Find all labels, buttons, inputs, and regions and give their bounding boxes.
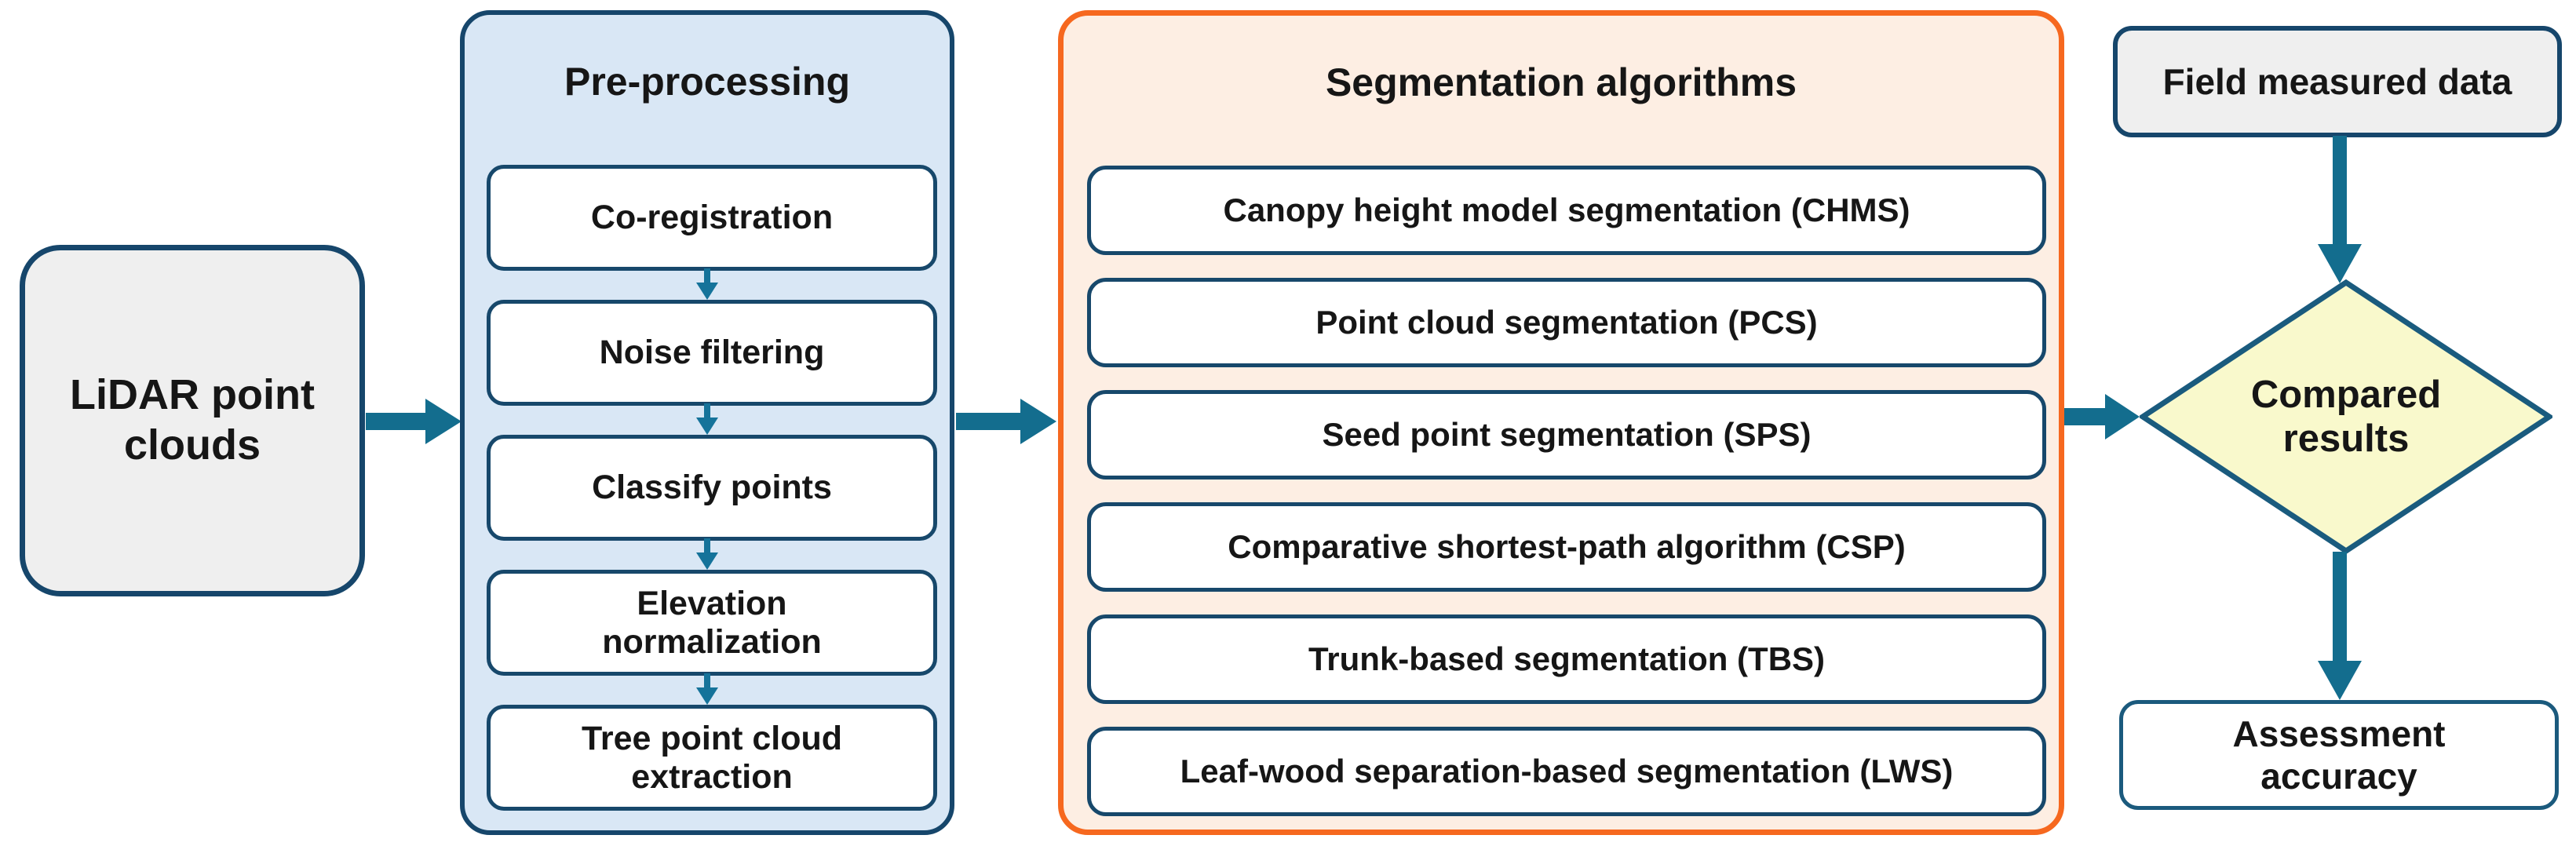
field-measured-data-node: Field measured data bbox=[2113, 26, 2562, 137]
down-arrow-icon bbox=[696, 403, 718, 435]
down-arrow-icon bbox=[696, 268, 718, 300]
preprocessing-title: Pre-processing bbox=[564, 60, 850, 104]
arrow-right-icon bbox=[956, 399, 1056, 444]
arrow-down-icon bbox=[2318, 136, 2362, 283]
segmentation-title: Segmentation algorithms bbox=[1325, 60, 1797, 104]
arrow-right-icon bbox=[366, 399, 462, 444]
algo-csp: Comparative shortest-path algorithm (CSP… bbox=[1087, 502, 2046, 592]
algo-pcs: Point cloud segmentation (PCS) bbox=[1087, 278, 2046, 367]
algo-sps: Seed point segmentation (SPS) bbox=[1087, 390, 2046, 480]
algo-tbs: Trunk-based segmentation (TBS) bbox=[1087, 614, 2046, 704]
algo-lws: Leaf-wood separation-based segmentation … bbox=[1087, 727, 2046, 816]
arrow-right-icon bbox=[2064, 394, 2140, 439]
down-arrow-icon bbox=[696, 673, 718, 705]
assessment-accuracy-node: Assessment accuracy bbox=[2119, 700, 2559, 810]
compared-results-label: Compared results bbox=[2250, 373, 2442, 460]
step-elevation-normalization: Elevation normalization bbox=[487, 570, 937, 676]
lidar-point-clouds-label: LiDAR point clouds bbox=[70, 371, 315, 469]
segmentation-container: Segmentation algorithms Canopy height mo… bbox=[1058, 10, 2064, 835]
step-noise-filtering: Noise filtering bbox=[487, 300, 937, 406]
step-classify-points: Classify points bbox=[487, 435, 937, 541]
preprocessing-container: Pre-processing Co-registration Noise fil… bbox=[460, 10, 954, 835]
arrow-down-icon bbox=[2318, 552, 2362, 700]
diamond-shape bbox=[2140, 279, 2552, 554]
down-arrow-icon bbox=[696, 538, 718, 570]
step-tree-point-cloud-extraction: Tree point cloud extraction bbox=[487, 705, 937, 811]
compared-results-diamond: Compared results bbox=[2140, 279, 2552, 554]
algo-chms: Canopy height model segmentation (CHMS) bbox=[1087, 166, 2046, 255]
lidar-point-clouds-node: LiDAR point clouds bbox=[20, 245, 365, 596]
step-co-registration: Co-registration bbox=[487, 165, 937, 271]
